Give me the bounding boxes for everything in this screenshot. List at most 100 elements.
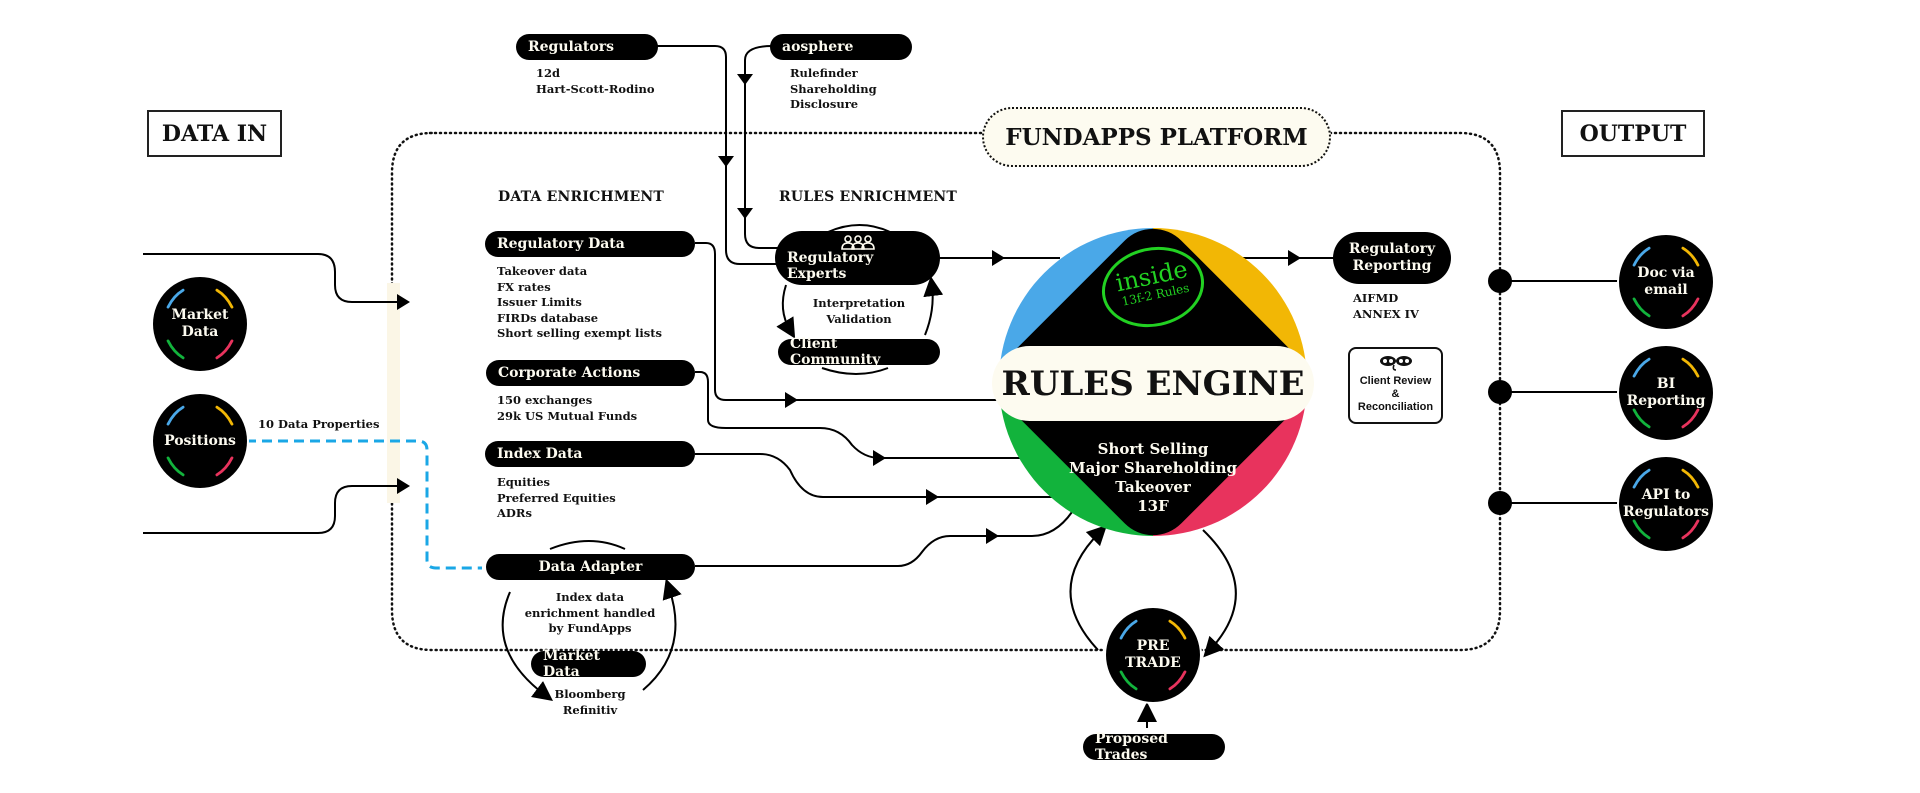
aosphere-item: Disclosure (790, 97, 859, 111)
data-adapter-label: Data Adapter (538, 559, 643, 575)
corporate-actions-items: 150 exchanges 29k US Mutual Funds (497, 393, 637, 424)
arrow-aosphere-1 (737, 74, 753, 85)
engine-rule: Takeover (1115, 478, 1191, 496)
regulators-item: 12d (536, 66, 561, 80)
market-data-item: Bloomberg (554, 687, 626, 701)
reporting-items: AIFMD ANNEX IV (1353, 291, 1419, 322)
corporate-actions-label: Corporate Actions (498, 365, 641, 381)
data-adapter-description: Index data enrichment handled by FundApp… (520, 590, 660, 637)
index-data-pill[interactable]: Index Data (485, 441, 695, 467)
arrow-market-data (397, 294, 410, 310)
cycle-arc-right (923, 276, 944, 336)
reporting-line: Regulatory (1348, 241, 1436, 257)
client-review-box[interactable]: Client Review & Reconciliation (1348, 347, 1443, 424)
cycle-arc-bottom (821, 367, 889, 375)
regulatory-data-item: FIRDs database (497, 310, 599, 325)
regulatory-data-items: Takeover data FX rates Issuer Limits FIR… (497, 264, 662, 342)
output-line: BI (1656, 376, 1676, 392)
regulators-pill[interactable]: Regulators (516, 34, 658, 60)
market-data-pill[interactable]: Market Data (531, 648, 646, 680)
output-line: Doc via (1637, 265, 1695, 281)
review-line: & (1391, 388, 1400, 400)
platform-border (390, 131, 1502, 652)
aosphere-item: Shareholding (790, 81, 877, 96)
positions-note: 10 Data Properties (258, 417, 380, 431)
data-adapter-desc-line: by FundApps (548, 621, 632, 635)
index-data-items: Equities Preferred Equities ADRs (497, 475, 616, 522)
connector-regulators (656, 45, 790, 265)
client-community-label: Client Community (790, 336, 881, 368)
corporate-actions-item: 150 exchanges (497, 393, 593, 407)
output-header: OUTPUT (1561, 110, 1705, 157)
cycle-text-line: Validation (826, 311, 892, 326)
index-data-item: ADRs (497, 506, 532, 520)
regulatory-data-item: Takeover data (497, 264, 588, 278)
aosphere-items: Rulefinder Shareholding Disclosure (790, 66, 877, 113)
adapter-arc-left (501, 591, 553, 702)
aosphere-item: Rulefinder (790, 66, 858, 80)
pre-trade-line: PRE (1136, 638, 1170, 654)
client-community-pill[interactable]: Client Community (778, 336, 940, 368)
proposed-trades-pill[interactable]: Proposed Trades (1083, 731, 1225, 763)
arrow-corporate-actions (873, 450, 886, 466)
connector-aosphere (744, 45, 790, 249)
dashed-positions-connector (246, 439, 482, 570)
platform-header: FUNDAPPS PLATFORM (982, 107, 1331, 167)
regulators-item: Hart-Scott-Rodino (536, 81, 655, 96)
input-strip (387, 283, 400, 503)
aosphere-pill[interactable]: aosphere (770, 34, 912, 60)
arrow-regulators (718, 156, 734, 167)
regulatory-experts-pill[interactable]: Regulatory Experts (775, 231, 940, 285)
corporate-actions-item: 29k US Mutual Funds (497, 408, 638, 423)
pretrade-arc-right (1202, 529, 1237, 658)
arrow-index-data (926, 489, 939, 505)
arrow-positions (397, 478, 410, 494)
data-adapter-pill[interactable]: Data Adapter (486, 554, 695, 580)
data-adapter-desc-line: enrichment handled (524, 605, 656, 620)
rules-engine-shape (999, 228, 1307, 536)
accent-marks-icon (166, 405, 234, 477)
input-market-data-label: Market Data (171, 307, 229, 340)
regulatory-experts-label: Regulatory Experts (787, 250, 874, 282)
input-positions[interactable]: Positions (153, 394, 247, 488)
eyes-icon (1379, 356, 1412, 371)
aosphere-label: aosphere (782, 39, 854, 55)
output-line: Regulators (1623, 504, 1709, 520)
adapter-arc-top (549, 540, 626, 550)
output-line: email (1644, 282, 1688, 298)
connector-data-adapter (695, 511, 1073, 567)
engine-rule: Short Selling (1097, 440, 1209, 458)
connector-index-data (695, 453, 1058, 498)
input-market-data[interactable]: Market Data (153, 277, 247, 371)
output-line: API to (1641, 487, 1691, 503)
data-adapter-desc-line: Index data (555, 590, 625, 604)
connector-regulatory-data (695, 242, 1000, 401)
regulatory-data-item: Issuer Limits (497, 295, 582, 309)
connector-corporate-actions (695, 371, 1025, 459)
regulatory-data-pill[interactable]: Regulatory Data (485, 231, 695, 257)
corporate-actions-pill[interactable]: Corporate Actions (486, 360, 695, 386)
engine-rule: 13F (1137, 497, 1169, 515)
reporting-item: ANNEX IV (1353, 306, 1419, 321)
cycle-arc-top (827, 224, 891, 233)
regulatory-data-item: Short selling exempt lists (497, 326, 663, 340)
market-data-items: Bloomberg Refinitiv (540, 687, 640, 718)
regulatory-data-item: FX rates (497, 279, 551, 294)
regulatory-data-label: Regulatory Data (497, 236, 625, 252)
rules-engine-title: RULES ENGINE (992, 346, 1314, 421)
output-junction-dot (1488, 380, 1512, 404)
output-junction-dot (1488, 269, 1512, 293)
arrow-experts-engine (992, 250, 1005, 266)
market-data-item: Refinitiv (562, 702, 618, 717)
arrow-aosphere-2 (737, 208, 753, 219)
cycle-text-line: Interpretation (812, 296, 906, 310)
